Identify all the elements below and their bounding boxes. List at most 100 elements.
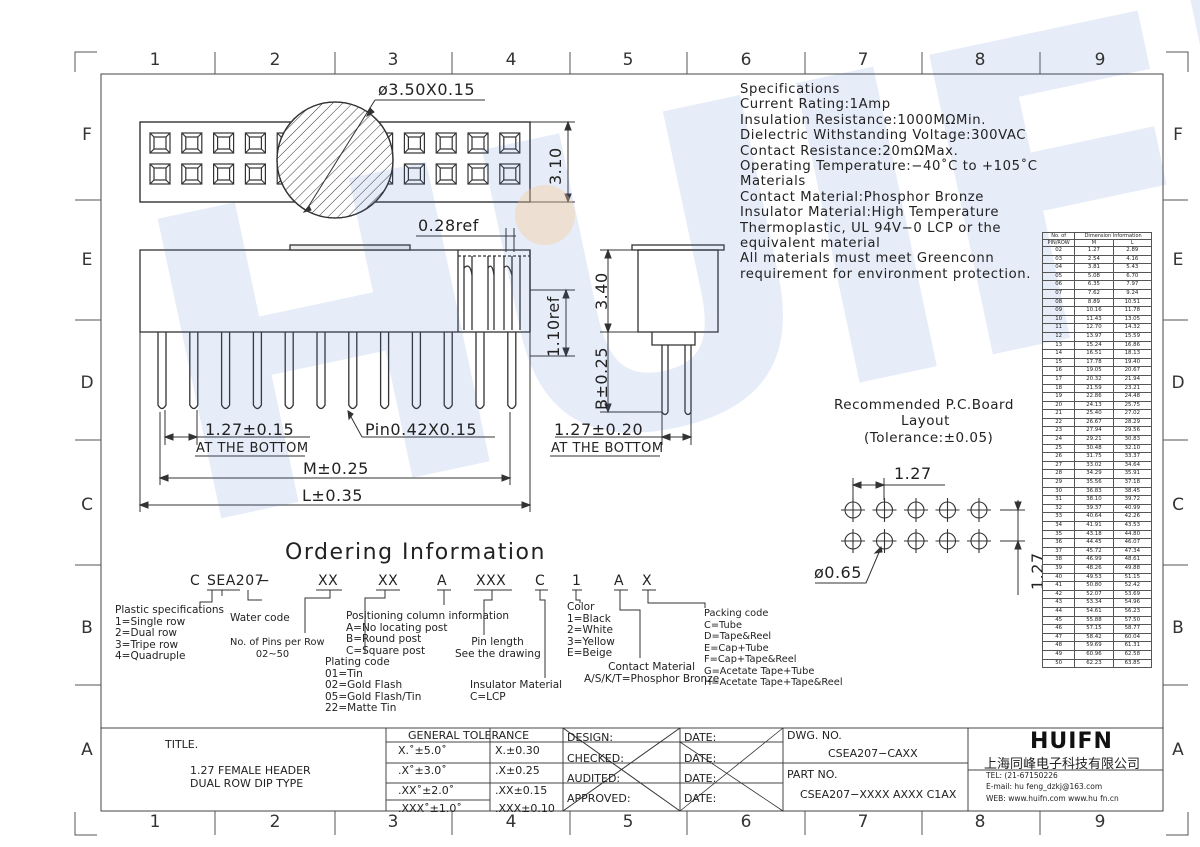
table-cell: 60.96 <box>1074 649 1114 660</box>
ordering-line: C=Square post <box>346 644 426 657</box>
ordering-line: 4=Quadruple <box>115 650 186 662</box>
tolerance-angle: .X˚±3.0˚ <box>398 764 447 777</box>
title-block <box>101 727 1163 812</box>
table-cell: 53.34 <box>1074 598 1114 608</box>
ordering-line: 1=Single row <box>115 615 186 628</box>
dim-l: L±0.35 <box>302 486 363 505</box>
table-head-dim: Dimension Information <box>1074 232 1152 240</box>
zone-col-label: 4 <box>505 812 517 832</box>
table-cell: 16 <box>1041 366 1076 376</box>
pcb-hole <box>904 498 928 522</box>
signoff-date: DATE: <box>684 792 717 805</box>
table-cell: 47 <box>1041 632 1076 643</box>
signoff-role: CHECKED: <box>567 752 624 765</box>
ordering-line: Pin length <box>471 636 524 648</box>
spec-line: Thermoplastic, UL 94V−0 LCP or the <box>740 220 1002 236</box>
table-cell: 11 <box>1041 323 1076 333</box>
contact-cell <box>467 132 489 154</box>
zone-col-label: 6 <box>740 812 752 832</box>
table-cell: 15.59 <box>1112 331 1153 342</box>
table-head-cell: PIN/ROW <box>1041 239 1076 247</box>
order-code-part: C <box>190 573 201 589</box>
table-cell: 16.86 <box>1112 340 1153 351</box>
table-cell: 52.42 <box>1112 581 1153 591</box>
general-tolerance-header: GENERAL TOLERANCE <box>408 729 530 742</box>
zone-row-label: E <box>81 250 93 270</box>
table-cell: 57.50 <box>1112 615 1153 626</box>
table-cell: 23 <box>1041 426 1076 437</box>
ordering-line: 2=Dual row <box>115 627 178 639</box>
zone-col-label: 8 <box>974 50 986 70</box>
table-cell: 2.54 <box>1074 254 1114 265</box>
contact-cell <box>403 163 425 185</box>
dim-at-bottom-1: AT THE BOTTOM <box>196 441 309 456</box>
table-cell: 43.53 <box>1112 521 1153 531</box>
pcb-hole <box>967 529 991 553</box>
table-cell: 33.37 <box>1112 452 1153 462</box>
table-cell: 48.61 <box>1112 555 1153 565</box>
table-cell: 20 <box>1041 400 1076 411</box>
table-cell: 24.13 <box>1074 400 1114 411</box>
table-cell: 20.67 <box>1112 366 1153 376</box>
ordering-line: B=Round post <box>346 633 422 645</box>
spec-line: Operating Temperature:−40˚C to +105˚C <box>740 159 1038 175</box>
table-cell: 49 <box>1041 649 1076 660</box>
table-cell: 06 <box>1041 280 1076 290</box>
zone-col-label: 7 <box>857 50 869 70</box>
table-cell: 07 <box>1041 288 1076 299</box>
table-cell: 51.15 <box>1112 572 1153 583</box>
dim-pitch-bottom: 1.27±0.15 <box>205 420 295 439</box>
table-cell: 13.05 <box>1112 314 1153 325</box>
table-cell: 10.16 <box>1074 306 1114 316</box>
contact-cell <box>213 132 235 154</box>
table-cell: 45.72 <box>1074 546 1114 557</box>
table-cell: 59.69 <box>1074 641 1114 651</box>
table-cell: 52.07 <box>1074 589 1114 600</box>
table-cell: 7.97 <box>1112 280 1153 290</box>
table-cell: 48 <box>1041 641 1076 651</box>
table-cell: 47.34 <box>1112 546 1153 557</box>
company-tel: TEL: (21-67150226 <box>986 771 1058 780</box>
table-cell: 35.91 <box>1112 469 1153 480</box>
ordering-line: 02=Gold Flash <box>325 679 403 691</box>
zone-col-label: 1 <box>149 50 161 70</box>
table-cell: 21.94 <box>1112 374 1153 385</box>
dim-ref-110: 1.10ref <box>544 296 563 357</box>
pcb-tolerance: (Tolerance:±0.05) <box>864 430 994 446</box>
table-cell: 41.91 <box>1074 521 1114 531</box>
pcb-hole <box>872 498 897 522</box>
order-code-part: SEA207 <box>207 573 265 589</box>
signoff-role: DESIGN: <box>567 731 614 744</box>
table-cell: 58.42 <box>1074 632 1114 643</box>
ordering-line: A=No locating post <box>346 621 448 634</box>
table-cell: 03 <box>1041 254 1076 265</box>
contact-cell <box>435 163 457 185</box>
table-head-cell: M <box>1074 239 1114 247</box>
zone-col-label: 2 <box>269 50 281 70</box>
table-cell: 29.56 <box>1112 426 1153 437</box>
table-cell: 18.13 <box>1112 349 1153 359</box>
table-cell: 10 <box>1041 314 1076 325</box>
